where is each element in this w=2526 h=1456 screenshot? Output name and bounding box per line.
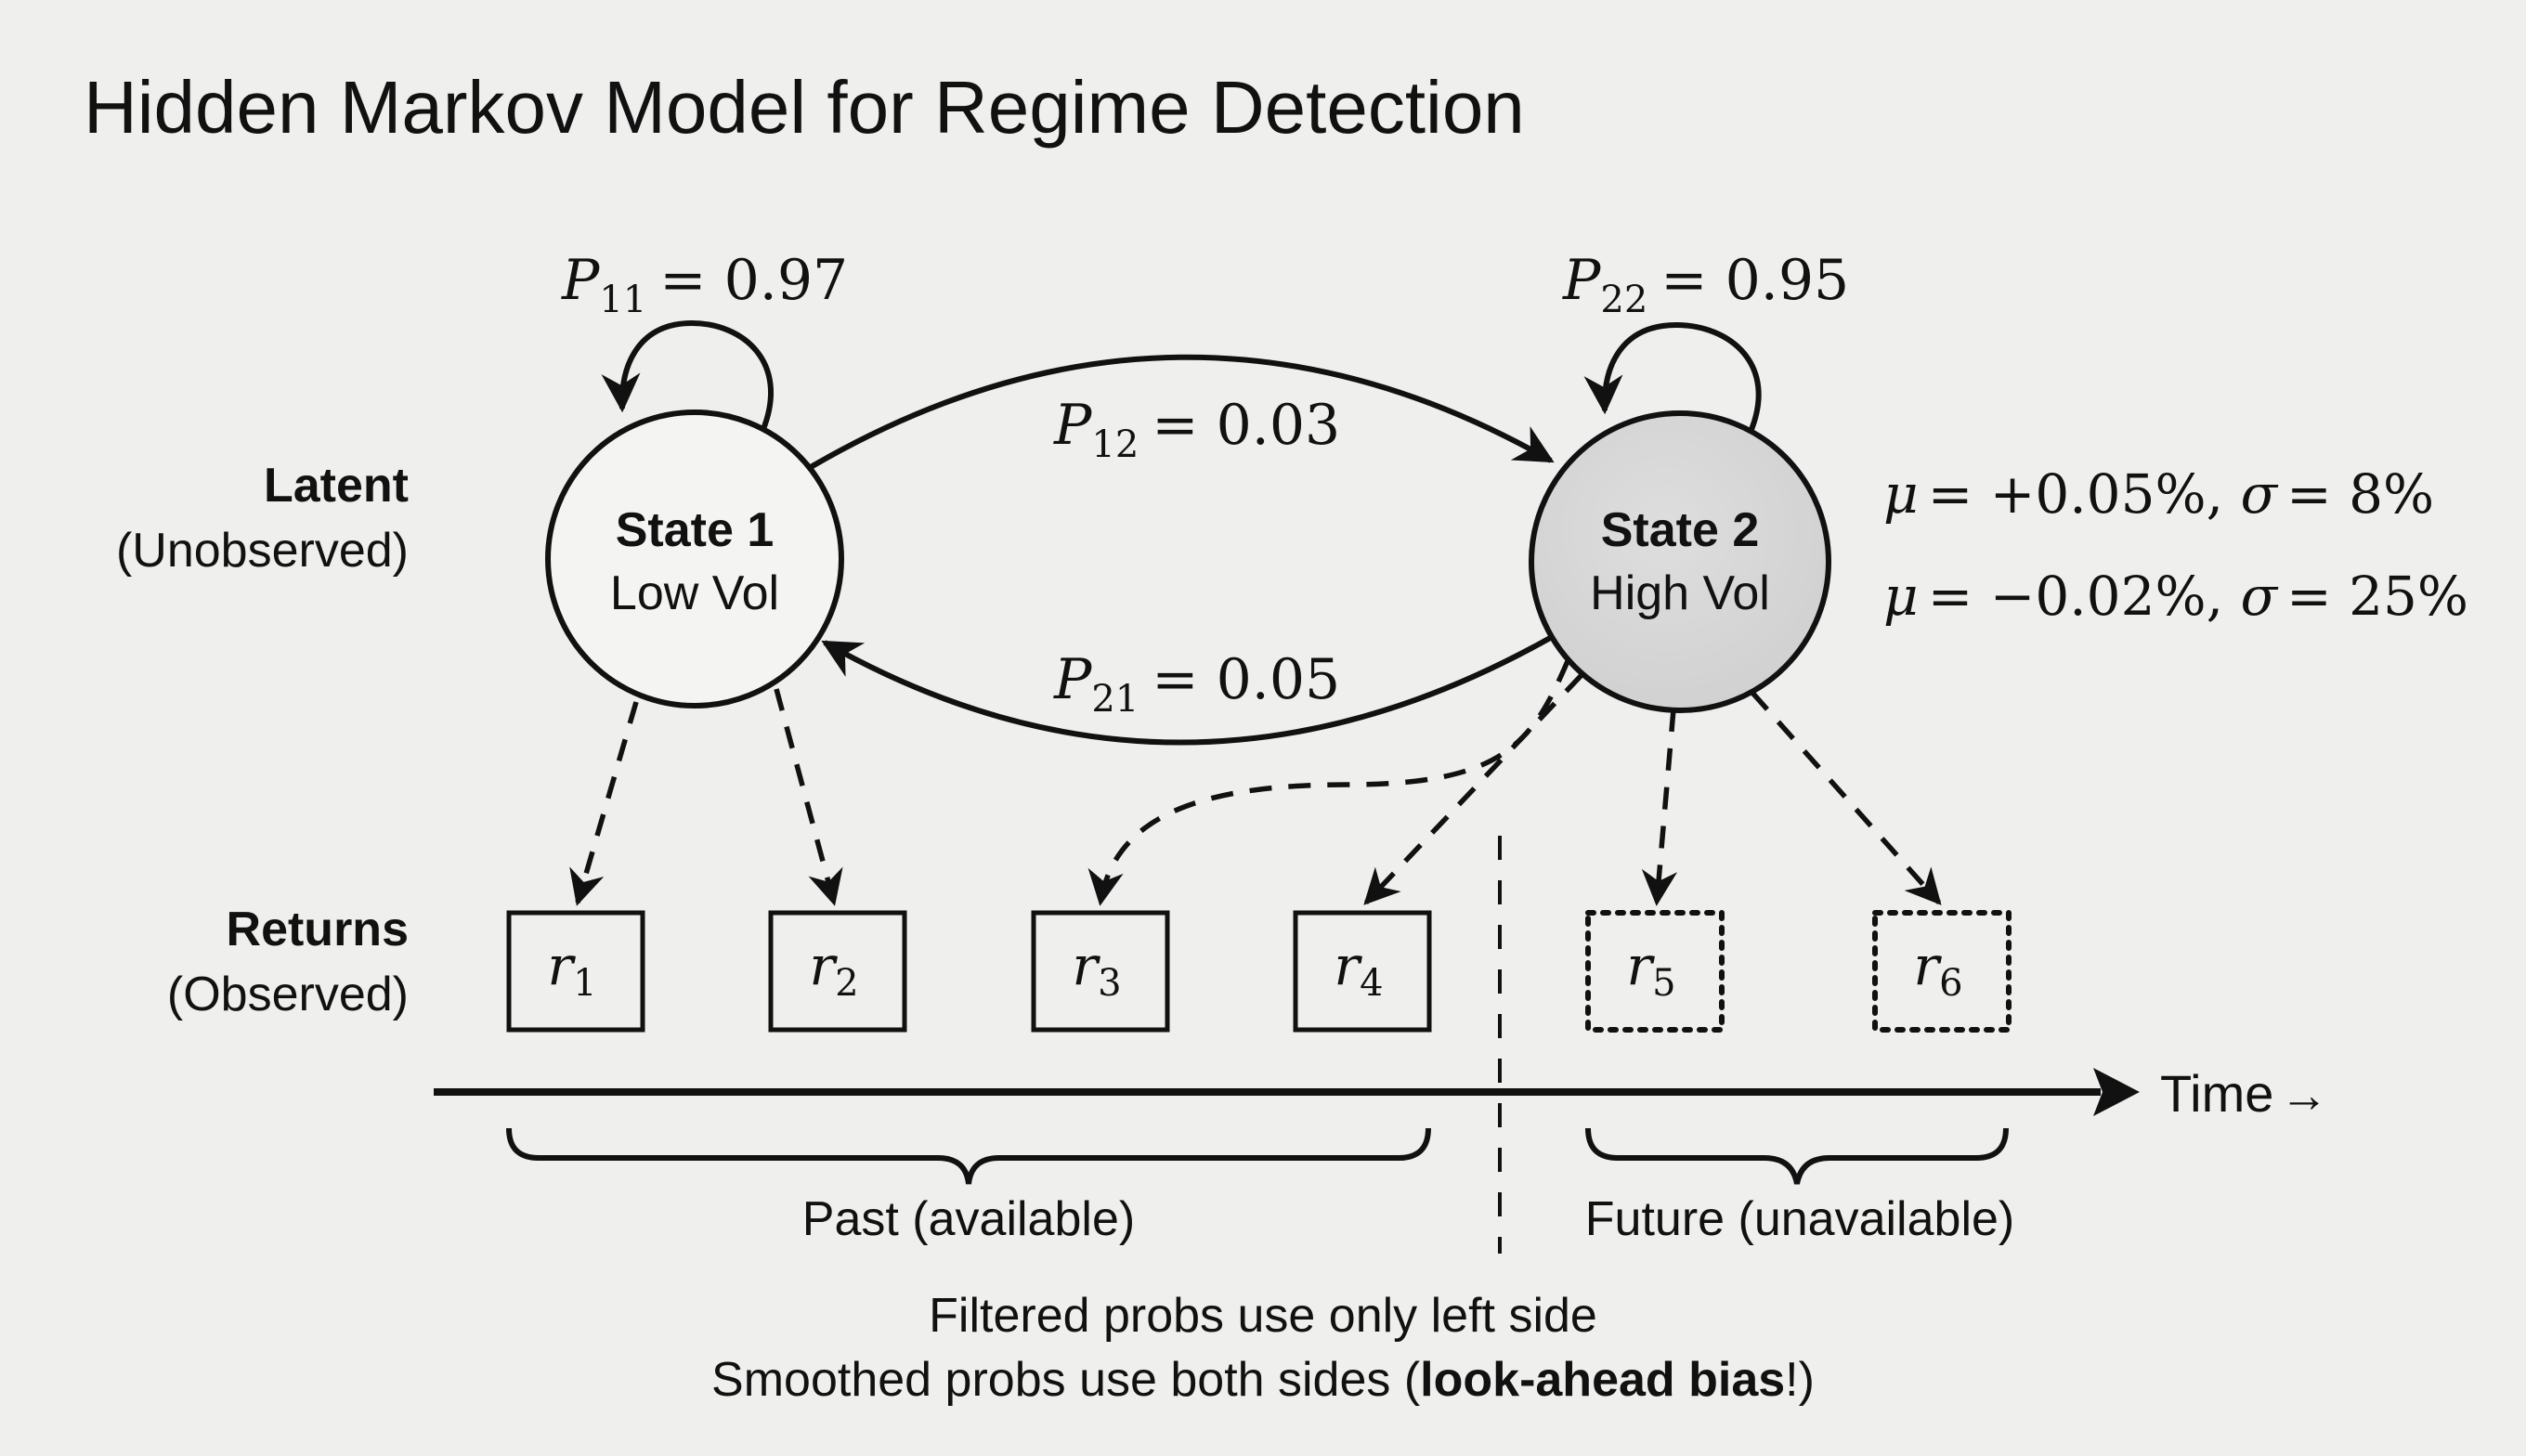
state-2-subtitle: High Vol [1590,566,1770,620]
observed-return-box [1031,910,1170,1033]
self-loop-arrow-state-2 [1583,321,1762,434]
note-smoothed-suffix: !) [1785,1353,1815,1407]
emission-arrow-r3 [1087,659,1570,906]
p12-value: = 0.03 [1152,393,1340,458]
time-axis-label: Time [2160,1064,2273,1123]
self-loop-arrow-state-1 [601,319,775,431]
return-symbol: r [809,934,838,997]
note-smoothed-prefix: Smoothed probs use both sides ( [711,1353,1421,1407]
observed-return-box [506,910,645,1033]
return-symbol: r [1334,934,1362,997]
return-label: r1 [547,934,596,1005]
p11-symbol: P [561,248,601,313]
observed-return-box [1293,910,1432,1033]
p21-symbol: P [1053,647,1093,712]
observed-return-box [768,910,907,1033]
return-label: r6 [1913,934,1962,1005]
transition-arrow-1-to-2 [809,354,1555,470]
sigma-value: = 25% [2286,565,2468,628]
state-1-parameters: μ= +0.05%, σ= 8% [1883,462,2434,526]
return-symbol: r [1626,934,1655,997]
note-filtered: Filtered probs use only left side [929,1289,1597,1343]
note-lookahead-bias: look-ahead bias [1420,1353,1785,1407]
emission-arrow-r6 [1750,691,1942,905]
future-brace [1585,1127,2009,1185]
future-label: Future (unavailable) [1585,1192,2014,1246]
latent-label-subtitle: (Unobserved) [116,524,409,578]
past-brace [506,1127,1431,1185]
mu-value: = +0.05%, [1928,462,2241,526]
p21-subscript: 21 [1091,678,1139,721]
sigma-symbol: σ [2240,565,2278,628]
label-p11: P11 = 0.97 [561,248,848,321]
sigma-symbol: σ [2240,462,2278,526]
state-1-subtitle: Low Vol [610,566,779,620]
state-2-circle [1529,410,1831,713]
p12-symbol: P [1053,393,1093,458]
future-return-box [1872,910,2012,1033]
sigma-value: = 8% [2286,462,2434,526]
p21-value: = 0.05 [1152,647,1340,712]
p11-subscript: 11 [599,279,646,321]
p12-subscript: 12 [1091,423,1139,466]
p22-value: = 0.95 [1660,248,1849,313]
return-subscript: 5 [1652,962,1675,1005]
return-subscript: 6 [1939,962,1962,1005]
return-symbol: r [1913,934,1942,997]
p11-value: = 0.97 [659,248,848,313]
transition-arrow-2-to-1 [821,634,1554,746]
latent-label-title: Latent [264,459,409,513]
label-p21: P21 = 0.05 [1053,647,1340,721]
page-title: Hidden Markov Model for Regime Detection [84,66,1525,149]
latent-row-label: Latent (Unobserved) [116,459,409,578]
p22-symbol: P [1562,248,1602,313]
return-node-r1[interactable]: r1 [506,910,645,1033]
returns-label-title: Returns [227,903,409,956]
returns-label-subtitle: (Observed) [167,968,409,1021]
return-node-r4[interactable]: r4 [1293,910,1432,1033]
label-p12: P12 = 0.03 [1053,393,1340,466]
returns-row-label: Returns (Observed) [167,903,409,1021]
mu-value: = −0.02%, [1928,565,2241,628]
return-symbol: r [547,934,576,997]
emission-arrow-r1 [569,701,639,906]
note-smoothed: Smoothed probs use both sides (look-ahea… [711,1353,1815,1407]
return-node-r2[interactable]: r2 [768,910,907,1033]
return-node-r5[interactable]: r5 [1585,910,1725,1033]
return-symbol: r [1072,934,1100,997]
return-node-r6[interactable]: r6 [1872,910,2012,1033]
emission-arrow-r4 [1363,673,1583,905]
past-label: Past (available) [802,1192,1135,1246]
return-subscript: 3 [1098,962,1121,1005]
state-1-title: State 1 [616,503,775,557]
return-label: r5 [1626,934,1675,1005]
return-subscript: 1 [573,962,596,1005]
return-label: r2 [809,934,858,1005]
state-1-node[interactable]: State 1 Low Vol [545,410,844,708]
time-arrow-icon: → [2280,1069,2328,1123]
emission-arrow-r5 [1641,708,1678,906]
state-2-parameters: μ= −0.02%, σ= 25% [1883,565,2468,628]
time-axis-arrowhead [2093,1068,2140,1116]
return-label: r4 [1334,934,1383,1005]
state-2-node[interactable]: State 2 High Vol [1529,410,1831,713]
mu-symbol: μ [1883,462,1919,526]
return-subscript: 4 [1360,962,1383,1005]
state-2-title: State 2 [1601,503,1760,557]
state-1-circle [545,410,844,708]
return-node-r3[interactable]: r3 [1031,910,1170,1033]
mu-symbol: μ [1883,565,1919,628]
emission-arrow-r2 [774,688,843,906]
future-return-box [1585,910,1725,1033]
p22-subscript: 22 [1600,279,1647,321]
label-p22: P22 = 0.95 [1562,248,1849,321]
return-subscript: 2 [835,962,858,1005]
return-label: r3 [1072,934,1121,1005]
